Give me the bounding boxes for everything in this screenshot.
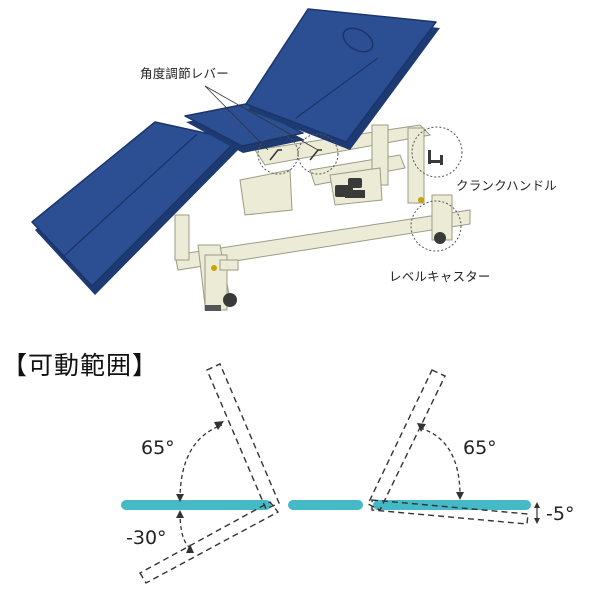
right-range-diagram — [367, 369, 540, 525]
left-range-diagram — [121, 363, 280, 584]
seat-section — [184, 103, 305, 153]
left-down-angle-label: -30° — [126, 527, 167, 549]
callout-circles — [257, 126, 463, 252]
angle-lever-label: 角度調節レバー — [140, 66, 229, 81]
mechanism-parts — [205, 150, 446, 311]
callout-lines — [204, 85, 319, 151]
head-section — [245, 8, 440, 150]
lever-icons — [269, 149, 322, 161]
level-caster-label: レベルキャスター — [389, 269, 491, 284]
right-down-angle-label: -5° — [546, 503, 575, 525]
left-up-angle-label: 65° — [141, 437, 175, 459]
crank-handle-label: クランクハンドル — [456, 178, 557, 193]
range-section-title: 【可動範囲】 — [2, 351, 159, 380]
right-up-angle-label: 65° — [463, 437, 497, 459]
